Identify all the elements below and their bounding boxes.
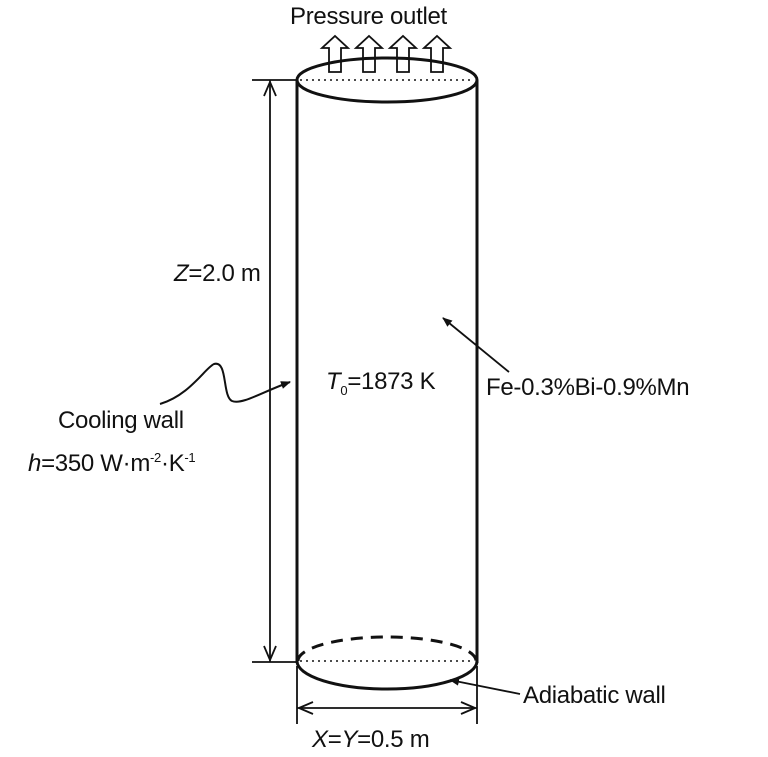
outlet-arrow-3 bbox=[387, 34, 419, 73]
adiabatic-wall-label: Adiabatic wall bbox=[523, 682, 666, 709]
bottom-face-front bbox=[295, 660, 479, 691]
adiabatic-leader bbox=[449, 677, 521, 695]
pressure-outlet-label: Pressure outlet bbox=[290, 3, 447, 30]
outlet-arrow-1 bbox=[319, 34, 351, 73]
cooling-wall-leader bbox=[159, 362, 291, 405]
heat-transfer-coefficient-label: h=350 W·m-2·K-1 bbox=[28, 450, 196, 477]
width-dimension bbox=[296, 666, 478, 724]
outlet-arrow-2 bbox=[353, 34, 385, 73]
material-label: Fe-0.3%Bi-0.9%Mn bbox=[486, 374, 690, 401]
height-dimension bbox=[252, 79, 296, 663]
material-leader bbox=[442, 317, 510, 373]
height-label: Z=2.0 m bbox=[174, 260, 261, 287]
initial-temperature-label: T0=1873 K bbox=[326, 368, 436, 398]
cooling-wall-title: Cooling wall bbox=[58, 407, 184, 434]
outlet-arrows bbox=[319, 34, 453, 73]
bottom-face-back-dashed bbox=[296, 635, 478, 662]
width-label: X=Y=0.5 m bbox=[312, 726, 430, 753]
outlet-arrow-4 bbox=[421, 34, 453, 73]
